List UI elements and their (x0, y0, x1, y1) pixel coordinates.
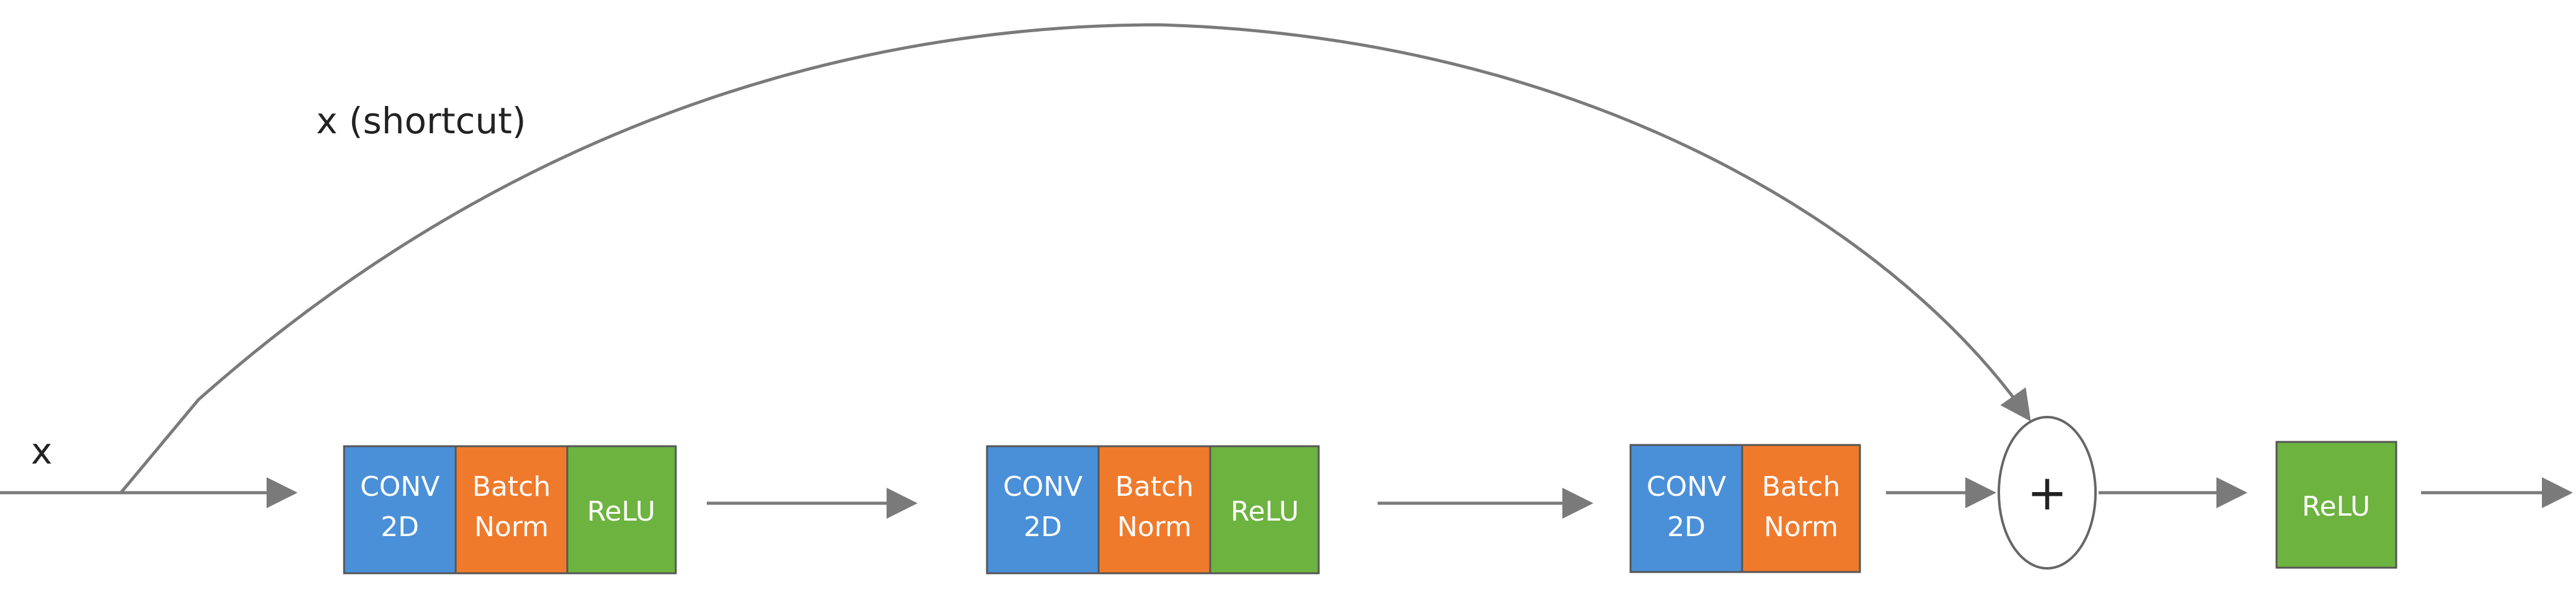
conv2d-block-2 (986, 445, 1100, 575)
conv2d-label-line2: 2D (381, 511, 419, 543)
block-1: CONV 2D Batch Norm ReLU (343, 445, 677, 575)
conv2d-block-3 (1629, 444, 1743, 573)
relu-label: ReLU (587, 496, 655, 527)
input-label: x (31, 430, 52, 472)
batchnorm-block-2 (1097, 445, 1211, 575)
batchnorm-block-3 (1741, 444, 1861, 573)
batchnorm-label-line2: Norm (1764, 511, 1838, 543)
batchnorm-label-line2: Norm (474, 511, 549, 543)
batchnorm-label-line1: Batch (1115, 471, 1193, 503)
conv2d-label-line2: 2D (1667, 511, 1706, 543)
final-relu-label: ReLU (2302, 491, 2370, 522)
relu-block-2 (1209, 445, 1320, 575)
batchnorm-label-line1: Batch (472, 471, 551, 503)
relu-block-1 (566, 445, 677, 575)
batchnorm-label-line1: Batch (1762, 471, 1840, 503)
addition-node (1998, 416, 2097, 570)
batchnorm-block-1 (454, 445, 569, 575)
relu-label: ReLU (1231, 496, 1299, 527)
conv2d-label-line1: CONV (1003, 471, 1082, 503)
final-relu-block (2275, 441, 2397, 569)
batchnorm-label-line2: Norm (1117, 511, 1192, 543)
shortcut-arc (120, 23, 2031, 494)
conv2d-label-line1: CONV (1647, 471, 1726, 503)
block-3: CONV 2D Batch Norm (1629, 444, 1861, 573)
conv2d-block-1 (343, 445, 457, 575)
block-2: CONV 2D Batch Norm ReLU (986, 445, 1320, 575)
shortcut-label: x (shortcut) (316, 100, 526, 142)
conv2d-label-line1: CONV (360, 471, 440, 503)
final-relu-group: ReLU (2275, 441, 2397, 569)
conv2d-label-line2: 2D (1024, 511, 1062, 543)
addition-symbol: + (2027, 465, 2067, 521)
